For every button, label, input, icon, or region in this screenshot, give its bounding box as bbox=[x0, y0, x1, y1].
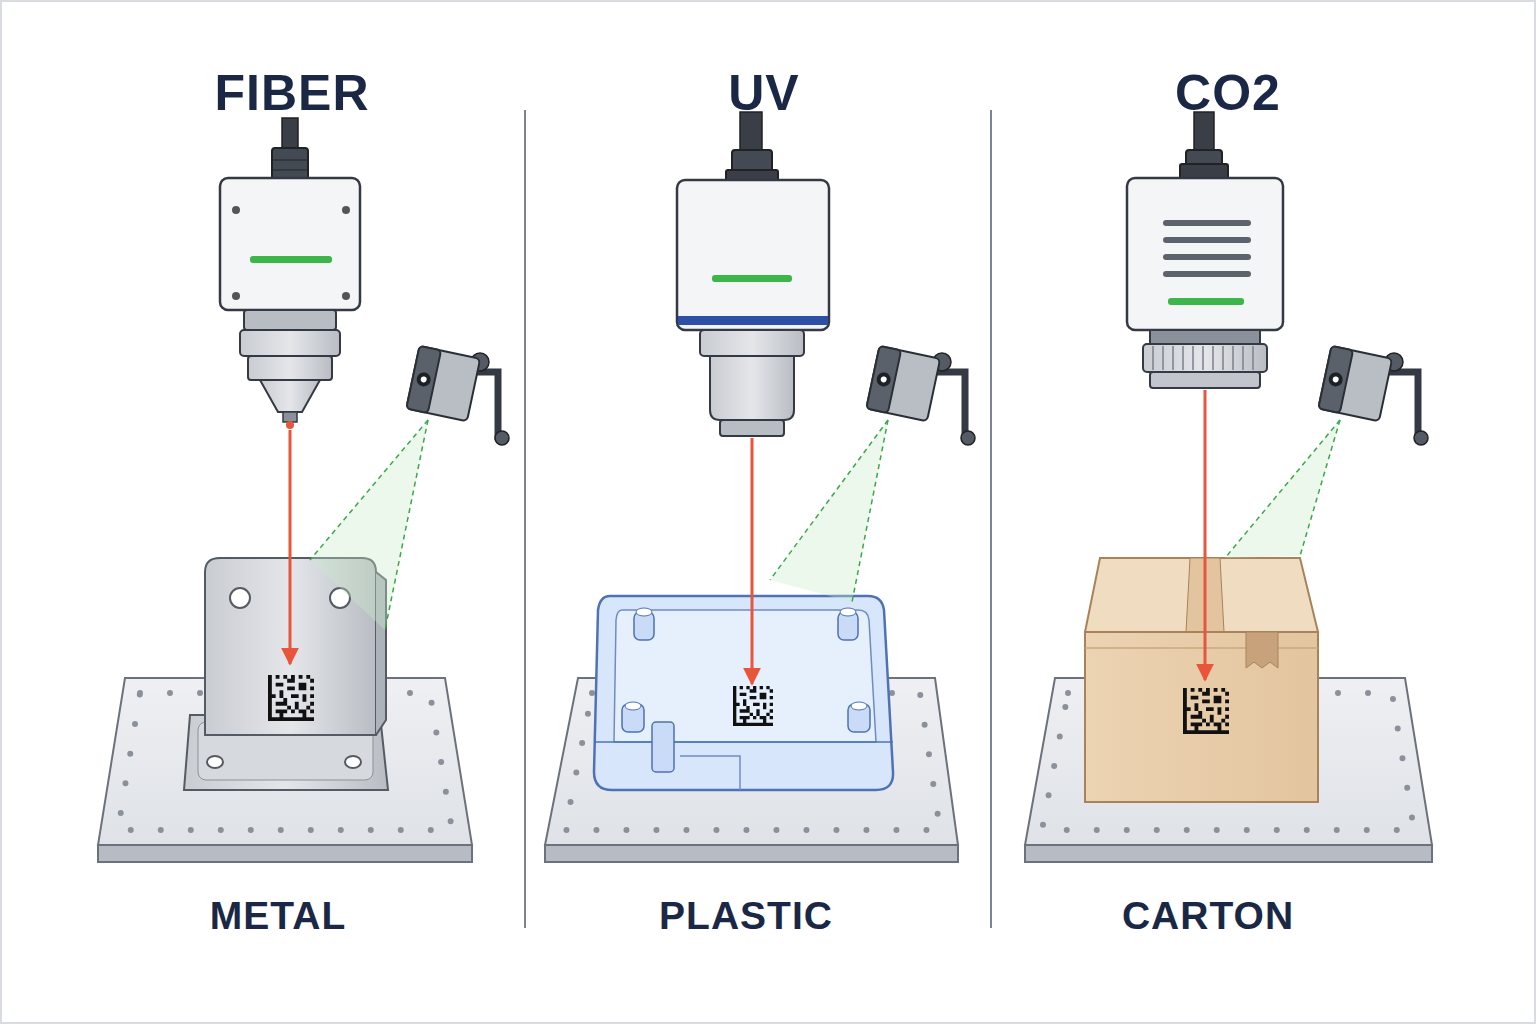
laser-type-title: UV bbox=[728, 68, 799, 118]
laser-type-title: CO2 bbox=[1175, 68, 1281, 118]
uv-panel bbox=[545, 112, 975, 862]
fiber-panel bbox=[98, 118, 509, 862]
material-label: CARTON bbox=[1122, 896, 1294, 935]
laser-type-title: FIBER bbox=[215, 68, 370, 118]
material-label: METAL bbox=[210, 896, 346, 935]
material-label: PLASTIC bbox=[659, 896, 833, 935]
co2-panel bbox=[1025, 112, 1432, 862]
